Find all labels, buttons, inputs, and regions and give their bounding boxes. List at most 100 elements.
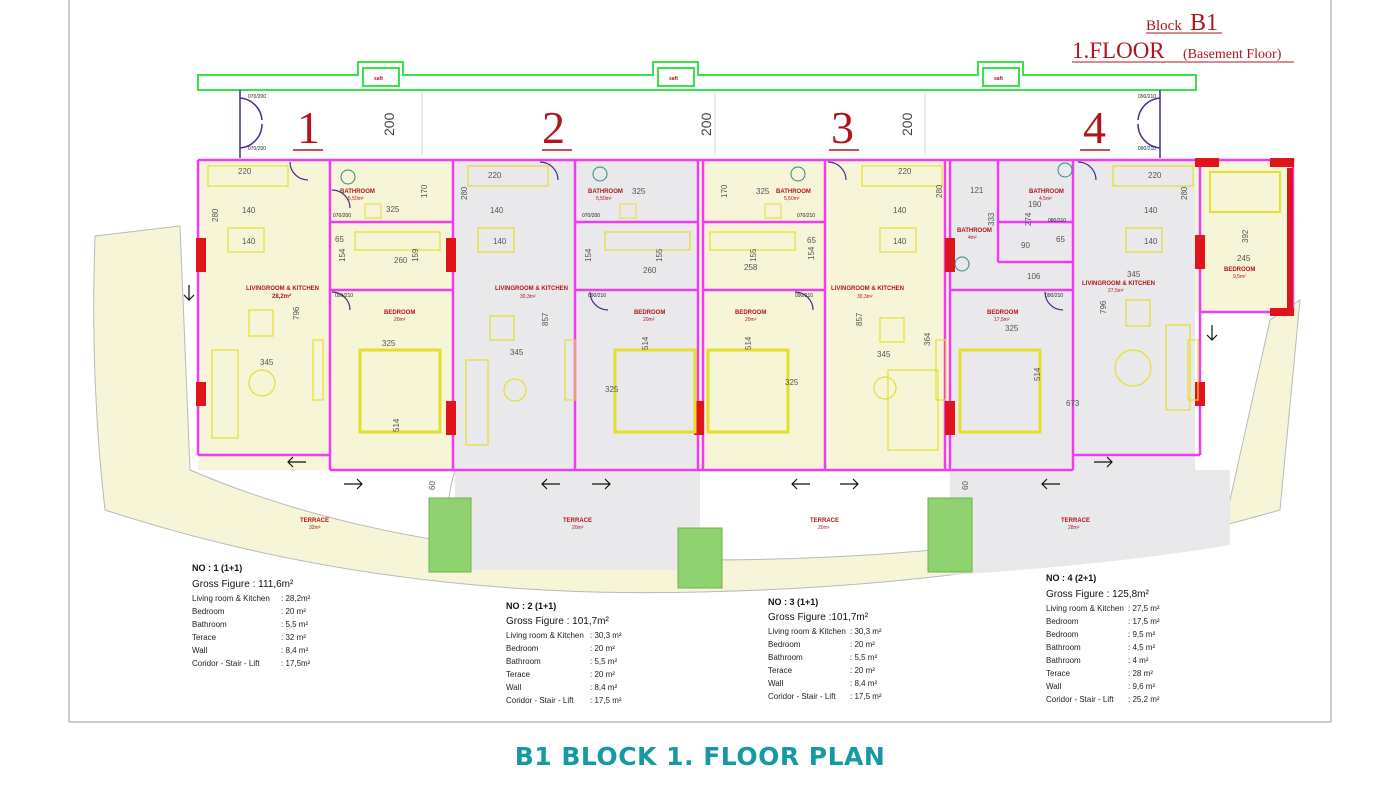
door-label-stair-2a: 090/210 bbox=[1138, 94, 1156, 100]
area-terrace-2: 20m² bbox=[572, 525, 584, 531]
dim-140-a3a: 140 bbox=[893, 206, 907, 215]
door-label-stair-1b: 070/200 bbox=[248, 146, 266, 152]
spec-label-3-5: Coridor - Stair - Lift bbox=[768, 692, 836, 701]
apartment-number-3: 3 bbox=[831, 102, 854, 153]
corridor-doors bbox=[239, 90, 1161, 158]
door-label-a1-bath: 070/200 bbox=[333, 213, 351, 219]
spec-value-3-3: : 20 m² bbox=[850, 666, 875, 675]
dim-345-a4: 345 bbox=[1127, 270, 1141, 279]
spec-value-4-3: : 4,5 m² bbox=[1128, 643, 1155, 652]
spec-label-3-4: Wall bbox=[768, 679, 783, 688]
terrace-zone bbox=[93, 225, 1301, 594]
spec-value-1-5: : 17,5m² bbox=[281, 659, 311, 668]
spec-label-1-5: Coridor - Stair - Lift bbox=[192, 659, 260, 668]
area-living-1: 28,2m² bbox=[272, 293, 291, 300]
spec-value-4-0: : 27,5 m² bbox=[1128, 604, 1160, 613]
windows bbox=[196, 158, 1294, 435]
spec-label-2-5: Coridor - Stair - Lift bbox=[506, 696, 574, 705]
dim-154-a2: 154 bbox=[584, 248, 593, 262]
floor-plan-title: B1 BLOCK 1. FLOOR PLAN bbox=[514, 742, 886, 771]
area-bedroom-3: 20m² bbox=[745, 317, 757, 323]
apartment-number-2: 2 bbox=[542, 102, 565, 153]
dim-155-a2: 155 bbox=[655, 248, 664, 262]
area-bathroom-4b: 4m² bbox=[968, 235, 977, 241]
spec-gross-1: Gross Figure : 111,6m² bbox=[192, 579, 294, 590]
spec-value-1-4: : 8,4 m² bbox=[281, 646, 308, 655]
area-bathroom-4a: 4,5m² bbox=[1039, 196, 1052, 202]
dim-364-a3: 364 bbox=[923, 332, 932, 346]
room-bedroom-1: BEDROOM bbox=[384, 310, 415, 316]
area-terrace-4: 28m² bbox=[1068, 525, 1080, 531]
spec-value-2-0: : 30,3 m² bbox=[590, 631, 622, 640]
dim-345-a3: 345 bbox=[877, 350, 891, 359]
bathroom-fixtures bbox=[340, 162, 1073, 272]
dim-260-a2: 260 bbox=[643, 266, 657, 275]
door-label-stair-2b: 090/210 bbox=[1138, 146, 1156, 152]
dim-140-a1a: 140 bbox=[242, 206, 256, 215]
sheet-frame bbox=[68, 0, 1332, 723]
dim-857-a3: 857 bbox=[855, 312, 864, 326]
dim-245-a4: 245 bbox=[1237, 254, 1251, 263]
shaft-label-2: saft bbox=[669, 76, 678, 82]
dim-325-a3-bed: 325 bbox=[785, 378, 799, 387]
dim-60-left: 60 bbox=[428, 481, 437, 490]
spec-label-3-3: Terace bbox=[768, 666, 793, 675]
corridor-dim-2: 200 bbox=[698, 112, 714, 136]
spec-label-3-2: Bathroom bbox=[768, 653, 803, 662]
room-living-3: LIVINGROOM & KITCHEN bbox=[831, 286, 904, 292]
dim-140-a2b: 140 bbox=[493, 237, 507, 246]
room-labels-apartment-3: BATHROOM 5,50m² LIVINGROOM & KITCHEN 30,… bbox=[735, 189, 904, 531]
spec-label-4-2: Bedroom bbox=[1046, 630, 1079, 639]
dim-170-a1: 170 bbox=[420, 184, 429, 198]
dim-106-a4: 106 bbox=[1027, 272, 1041, 281]
dim-60-right: 60 bbox=[961, 481, 970, 490]
block-header: Block B1 1.FLOOR (Basement Floor) bbox=[1072, 10, 1294, 63]
spec-title-1: NO : 1 (1+1) bbox=[192, 563, 242, 573]
block-prefix: Block bbox=[1146, 18, 1182, 34]
door-label-a1-bed: 090/210 bbox=[335, 293, 353, 299]
area-bathroom-2: 5,50m² bbox=[596, 196, 612, 202]
dim-154-a1: 154 bbox=[338, 248, 347, 262]
apartment-number-4: 4 bbox=[1083, 102, 1106, 153]
area-living-4: 27,5m² bbox=[1108, 288, 1124, 294]
door-label-a3-bath: 070/210 bbox=[797, 213, 815, 219]
shaft-label-3: saft bbox=[994, 76, 1003, 82]
dim-514-a3: 514 bbox=[744, 336, 753, 350]
dim-514-a1: 514 bbox=[392, 418, 401, 432]
dim-260-a1: 260 bbox=[394, 256, 408, 265]
spec-gross-2: Gross Figure : 101,7m² bbox=[506, 616, 609, 627]
spec-value-2-1: : 20 m² bbox=[590, 644, 615, 653]
spec-apartment-4: NO : 4 (2+1) Gross Figure : 125,8m² Livi… bbox=[1046, 573, 1160, 704]
spec-label-4-0: Living room & Kitchen bbox=[1046, 604, 1124, 613]
spec-value-2-3: : 20 m² bbox=[590, 670, 615, 679]
door-label-a2-bath: 070/200 bbox=[582, 213, 600, 219]
spec-label-2-2: Bathroom bbox=[506, 657, 541, 666]
area-bathroom-1: 5,50m² bbox=[348, 196, 364, 202]
area-living-2: 30,3m² bbox=[520, 294, 536, 300]
dim-140-a2a: 140 bbox=[490, 206, 504, 215]
shaft-label-1: saft bbox=[374, 76, 383, 82]
spec-apartment-1: NO : 1 (1+1) Gross Figure : 111,6m² Livi… bbox=[192, 563, 311, 668]
dim-220-a4: 220 bbox=[1148, 171, 1162, 180]
room-bathroom-2: BATHROOM bbox=[588, 189, 623, 195]
dim-514-a2: 514 bbox=[641, 336, 650, 350]
dim-325-a3-bath: 325 bbox=[756, 187, 770, 196]
room-terrace-1: TERRACE bbox=[300, 518, 329, 524]
spec-label-2-4: Wall bbox=[506, 683, 521, 692]
dim-220-a1: 220 bbox=[238, 167, 252, 176]
room-bedroom-4b: BEDROOM bbox=[1224, 267, 1255, 273]
floor-note: (Basement Floor) bbox=[1183, 47, 1282, 62]
dim-140-a4b: 140 bbox=[1144, 237, 1158, 246]
spec-label-2-3: Terace bbox=[506, 670, 531, 679]
spec-label-1-1: Bedroom bbox=[192, 607, 225, 616]
dim-673-a4: 673 bbox=[1066, 399, 1080, 408]
spec-label-4-4: Bathroom bbox=[1046, 656, 1081, 665]
spec-apartment-3: NO : 3 (1+1) Gross Figure :101,7m² Livin… bbox=[768, 597, 882, 701]
room-bedroom-3: BEDROOM bbox=[735, 310, 766, 316]
dim-90-a4: 90 bbox=[1021, 241, 1030, 250]
area-living-3: 30,3m² bbox=[857, 294, 873, 300]
spec-value-3-0: : 30,3 m² bbox=[850, 627, 882, 636]
room-living-1: LIVINGROOM & KITCHEN bbox=[246, 286, 319, 292]
spec-value-1-1: : 20 m² bbox=[281, 607, 306, 616]
room-bathroom-1: BATHROOM bbox=[340, 189, 375, 195]
